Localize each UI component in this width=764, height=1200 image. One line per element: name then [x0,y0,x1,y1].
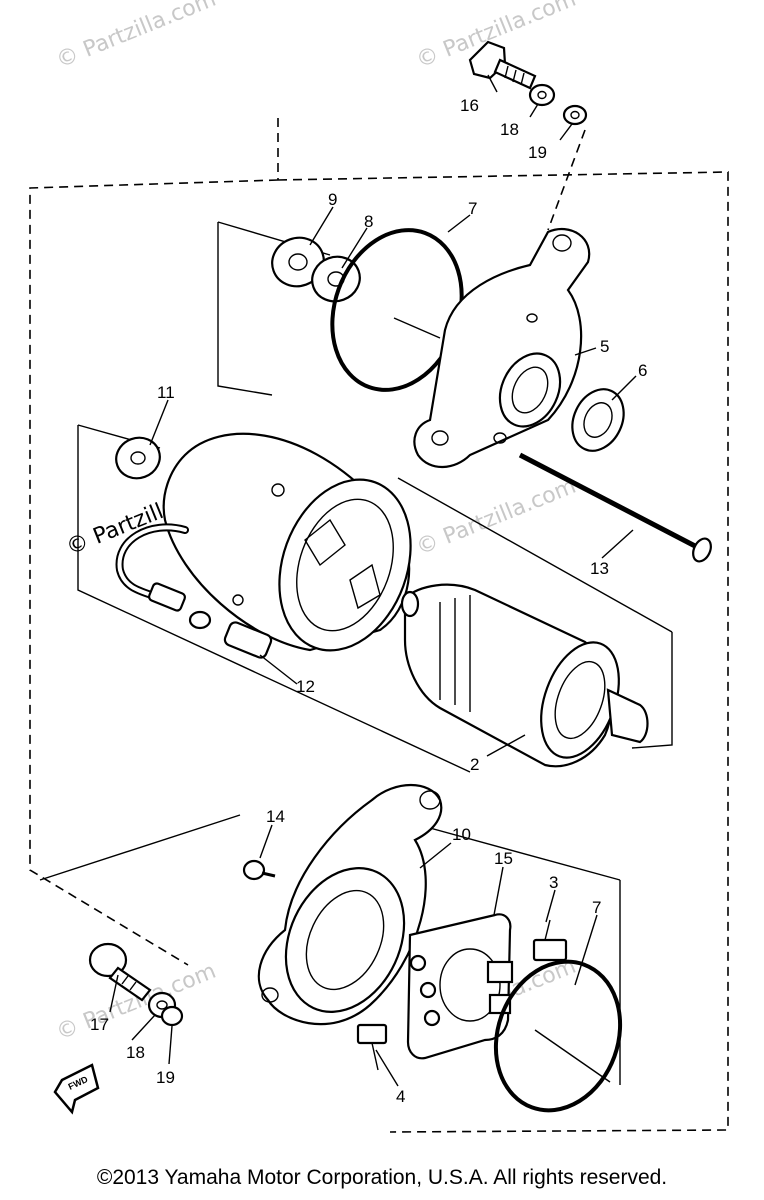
callout-14: 14 [266,807,285,826]
callout-13: 13 [590,559,609,578]
callout-15: 15 [494,849,513,868]
callout-10: 10 [452,825,471,844]
callout-8: 8 [364,212,373,231]
bearing-6 [571,388,625,452]
callout-19-bottom: 19 [156,1068,175,1087]
bolt-16 [468,40,537,90]
callout-7-bottom: 7 [592,898,601,917]
lockwasher-19-bottom [160,1005,184,1027]
callout-5: 5 [600,337,609,356]
brush-holder-15 [406,913,514,1060]
washer-9 [271,236,325,288]
callout-7-top: 7 [468,199,477,218]
rear-cover-10 [257,783,443,1026]
watermark-text: © Partzilla.com [53,0,220,74]
o-ring-7-bottom [493,959,623,1113]
callout-19: 19 [528,143,547,162]
yoke-housing [162,432,412,652]
callout-numbers: 16 18 19 9 8 7 5 6 11 13 12 2 14 10 15 3… [90,96,647,1106]
lead-wire-12 [115,523,273,659]
callout-6: 6 [638,361,647,380]
callout-9: 9 [328,190,337,209]
through-bolt-13 [518,452,712,563]
washer-11 [115,436,161,480]
watermark-text: © Partzilla.com [53,959,220,1046]
forward-arrow-icon: FWD [53,1063,100,1115]
assembly-boundary [29,118,729,1133]
lockwasher-19-top [562,104,588,126]
callout-3: 3 [549,873,558,892]
callout-12: 12 [296,677,315,696]
brush-4 [356,1023,388,1071]
armature-2 [400,583,649,768]
callout-18-bottom: 18 [126,1043,145,1062]
front-cover-5 [413,227,591,469]
callout-11: 11 [157,383,175,402]
callout-4: 4 [396,1087,405,1106]
callout-16: 16 [460,96,479,115]
brush-3 [532,919,568,962]
bolt-17 [88,942,152,1002]
screw-14 [242,859,276,881]
callout-17: 17 [90,1015,109,1034]
copyright-notice: ©2013 Yamaha Motor Corporation, U.S.A. A… [96,1166,668,1189]
leader-lines [109,74,637,1087]
watermark-text: © Partzilla.com [413,474,580,561]
callout-2: 2 [470,755,479,774]
callout-18: 18 [500,120,519,139]
washer-18-top [528,83,556,107]
